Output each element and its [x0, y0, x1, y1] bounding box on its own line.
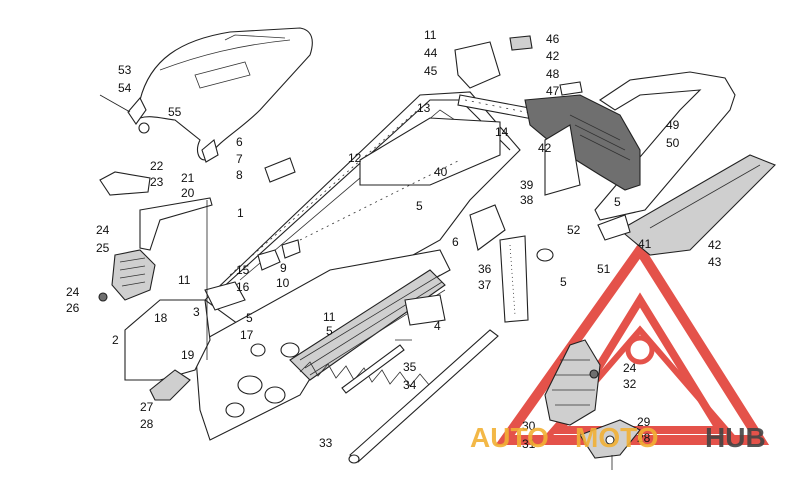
callout-54: 54	[118, 81, 132, 95]
center-supports	[395, 204, 554, 341]
callout-37: 37	[478, 278, 492, 292]
callout-27: 27	[140, 400, 154, 414]
callout-13: 13	[417, 101, 431, 115]
callout-48: 48	[546, 67, 560, 81]
callout-38: 38	[520, 193, 534, 207]
callout-52: 52	[567, 223, 581, 237]
callout-10: 10	[276, 276, 290, 290]
callout-44: 44	[424, 46, 438, 60]
callout-3: 3	[193, 305, 200, 319]
rear-bumper	[524, 71, 736, 221]
callout-5e: 5	[560, 275, 567, 289]
callout-24: 24	[96, 223, 110, 237]
lower-tube	[341, 329, 499, 464]
watermark-logo	[495, 241, 770, 445]
callout-53: 53	[118, 63, 132, 77]
callout-26: 26	[66, 301, 80, 315]
callout-17: 17	[240, 328, 254, 342]
watermark-moto: MOTO	[575, 422, 658, 453]
tunnel-chassis	[194, 91, 521, 441]
callout-24c: 24	[623, 361, 637, 375]
callout-20: 20	[181, 186, 195, 200]
callout-45: 45	[424, 64, 438, 78]
callout-42: 42	[546, 49, 560, 63]
callout-22: 22	[150, 159, 164, 173]
callout-42b: 42	[538, 141, 552, 155]
callout-11: 11	[178, 273, 191, 287]
watermark-auto: AUTO	[470, 422, 549, 453]
callout-9: 9	[280, 261, 287, 275]
callout-14: 14	[495, 125, 509, 139]
callout-25: 25	[96, 241, 110, 255]
callout-7: 7	[236, 152, 243, 166]
watermark-text: AUTO MOTO HUB	[470, 422, 766, 453]
callout-39: 39	[520, 178, 534, 192]
callout-34: 34	[403, 378, 417, 392]
callout-11b: 11	[323, 310, 336, 324]
callout-21: 21	[181, 171, 195, 185]
callout-5c: 5	[416, 199, 423, 213]
callout-12: 12	[348, 151, 362, 165]
callout-28b: 28	[637, 431, 651, 445]
callout-2: 2	[112, 333, 119, 347]
upper-brackets	[454, 35, 583, 121]
callout-32: 32	[623, 377, 637, 391]
foot-plate	[544, 339, 641, 470]
callout-15: 15	[236, 263, 250, 277]
callout-42c: 42	[708, 238, 722, 252]
callout-41: 41	[638, 237, 652, 251]
callout-35: 35	[403, 360, 417, 374]
callout-6: 6	[236, 135, 243, 149]
callout-40: 40	[434, 165, 448, 179]
callout-33: 33	[319, 436, 333, 450]
callout-55: 55	[168, 105, 182, 119]
left-side-parts	[98, 157, 301, 401]
watermark-hub: HUB	[705, 422, 766, 453]
callout-43: 43	[708, 255, 722, 269]
callout-46: 46	[546, 32, 560, 46]
callout-47: 47	[546, 84, 560, 98]
callout-6b: 6	[452, 235, 459, 249]
callout-1: 1	[237, 206, 244, 220]
callout-23: 23	[150, 175, 164, 189]
callout-19: 19	[181, 348, 195, 362]
callout-28: 28	[140, 417, 154, 431]
callout-24b: 24	[66, 285, 80, 299]
callout-49: 49	[666, 118, 680, 132]
callout-labels: 53 54 55 22 23 21 20 24 25 24 26 2 18 3 …	[66, 28, 722, 451]
callout-8: 8	[236, 168, 243, 182]
callout-29: 29	[637, 415, 651, 429]
callout-36: 36	[478, 262, 492, 276]
callout-18: 18	[154, 311, 168, 325]
seat-assembly	[99, 27, 313, 163]
callout-5b: 5	[326, 324, 333, 338]
callout-16: 16	[236, 280, 250, 294]
callout-11c: 11	[424, 28, 437, 42]
callout-5d: 5	[614, 195, 621, 209]
callout-50: 50	[666, 136, 680, 150]
callout-4: 4	[434, 319, 441, 333]
callout-30: 30	[522, 419, 536, 433]
callout-5: 5	[246, 311, 253, 325]
callout-51: 51	[597, 262, 611, 276]
rear-skid	[597, 154, 776, 256]
callout-31: 31	[522, 437, 536, 451]
